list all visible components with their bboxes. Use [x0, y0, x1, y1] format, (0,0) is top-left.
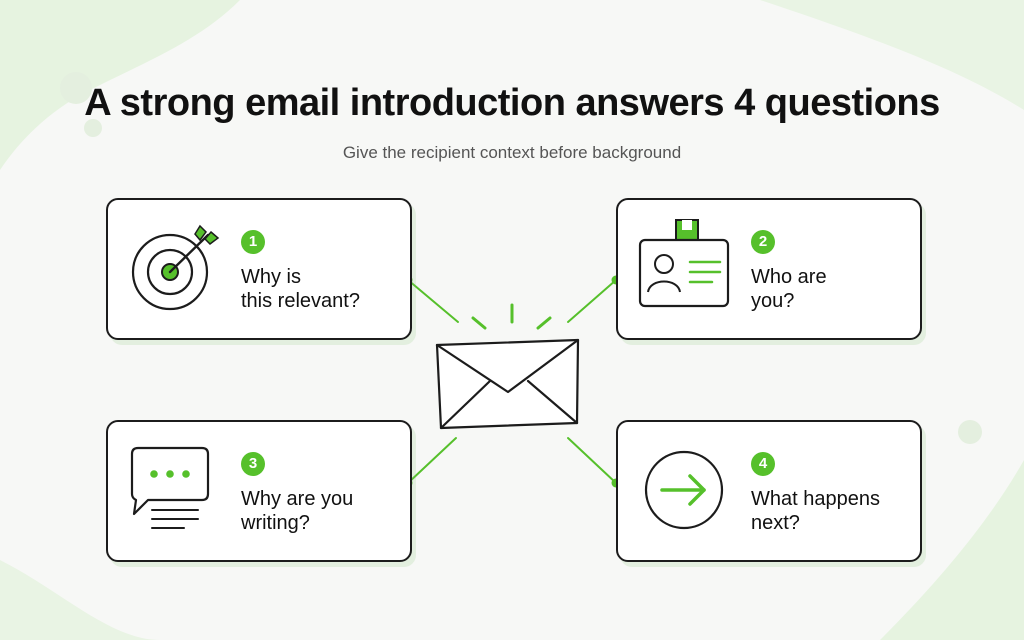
question-line-2a: Who are	[751, 266, 827, 288]
page-title: A strong email introduction answers 4 qu…	[84, 82, 940, 124]
question-label-4: What happens next?	[751, 487, 911, 535]
question-label-1: Why is this relevant?	[241, 265, 401, 313]
question-card-1: 1 Why is this relevant?	[106, 198, 412, 340]
question-line-4b: next?	[751, 512, 800, 534]
question-card-4: 4 What happens next?	[616, 420, 922, 562]
question-line-3b: writing?	[241, 512, 310, 534]
question-line-2b: you?	[751, 290, 795, 312]
question-card-3: 3 Why are you writing?	[106, 420, 412, 562]
step-badge-2: 2	[751, 230, 775, 254]
step-badge-4: 4	[751, 452, 775, 476]
arrow-circle-icon	[644, 450, 724, 530]
step-badge-1: 1	[241, 230, 265, 254]
question-line-1a: Why is	[241, 266, 301, 288]
id-badge-icon	[638, 219, 730, 308]
question-line-1b: this relevant?	[241, 290, 360, 312]
question-card-2: 2 Who are you?	[616, 198, 922, 340]
page-subtitle: Give the recipient context before backgr…	[342, 143, 682, 162]
question-line-4a: What happens	[751, 488, 880, 510]
question-label-3: Why are you writing?	[241, 487, 401, 535]
question-label-2: Who are you?	[751, 265, 911, 313]
question-line-3a: Why are you	[241, 488, 354, 510]
target-icon	[131, 224, 220, 311]
chat-bubble-icon	[130, 446, 210, 529]
step-badge-3: 3	[241, 452, 265, 476]
